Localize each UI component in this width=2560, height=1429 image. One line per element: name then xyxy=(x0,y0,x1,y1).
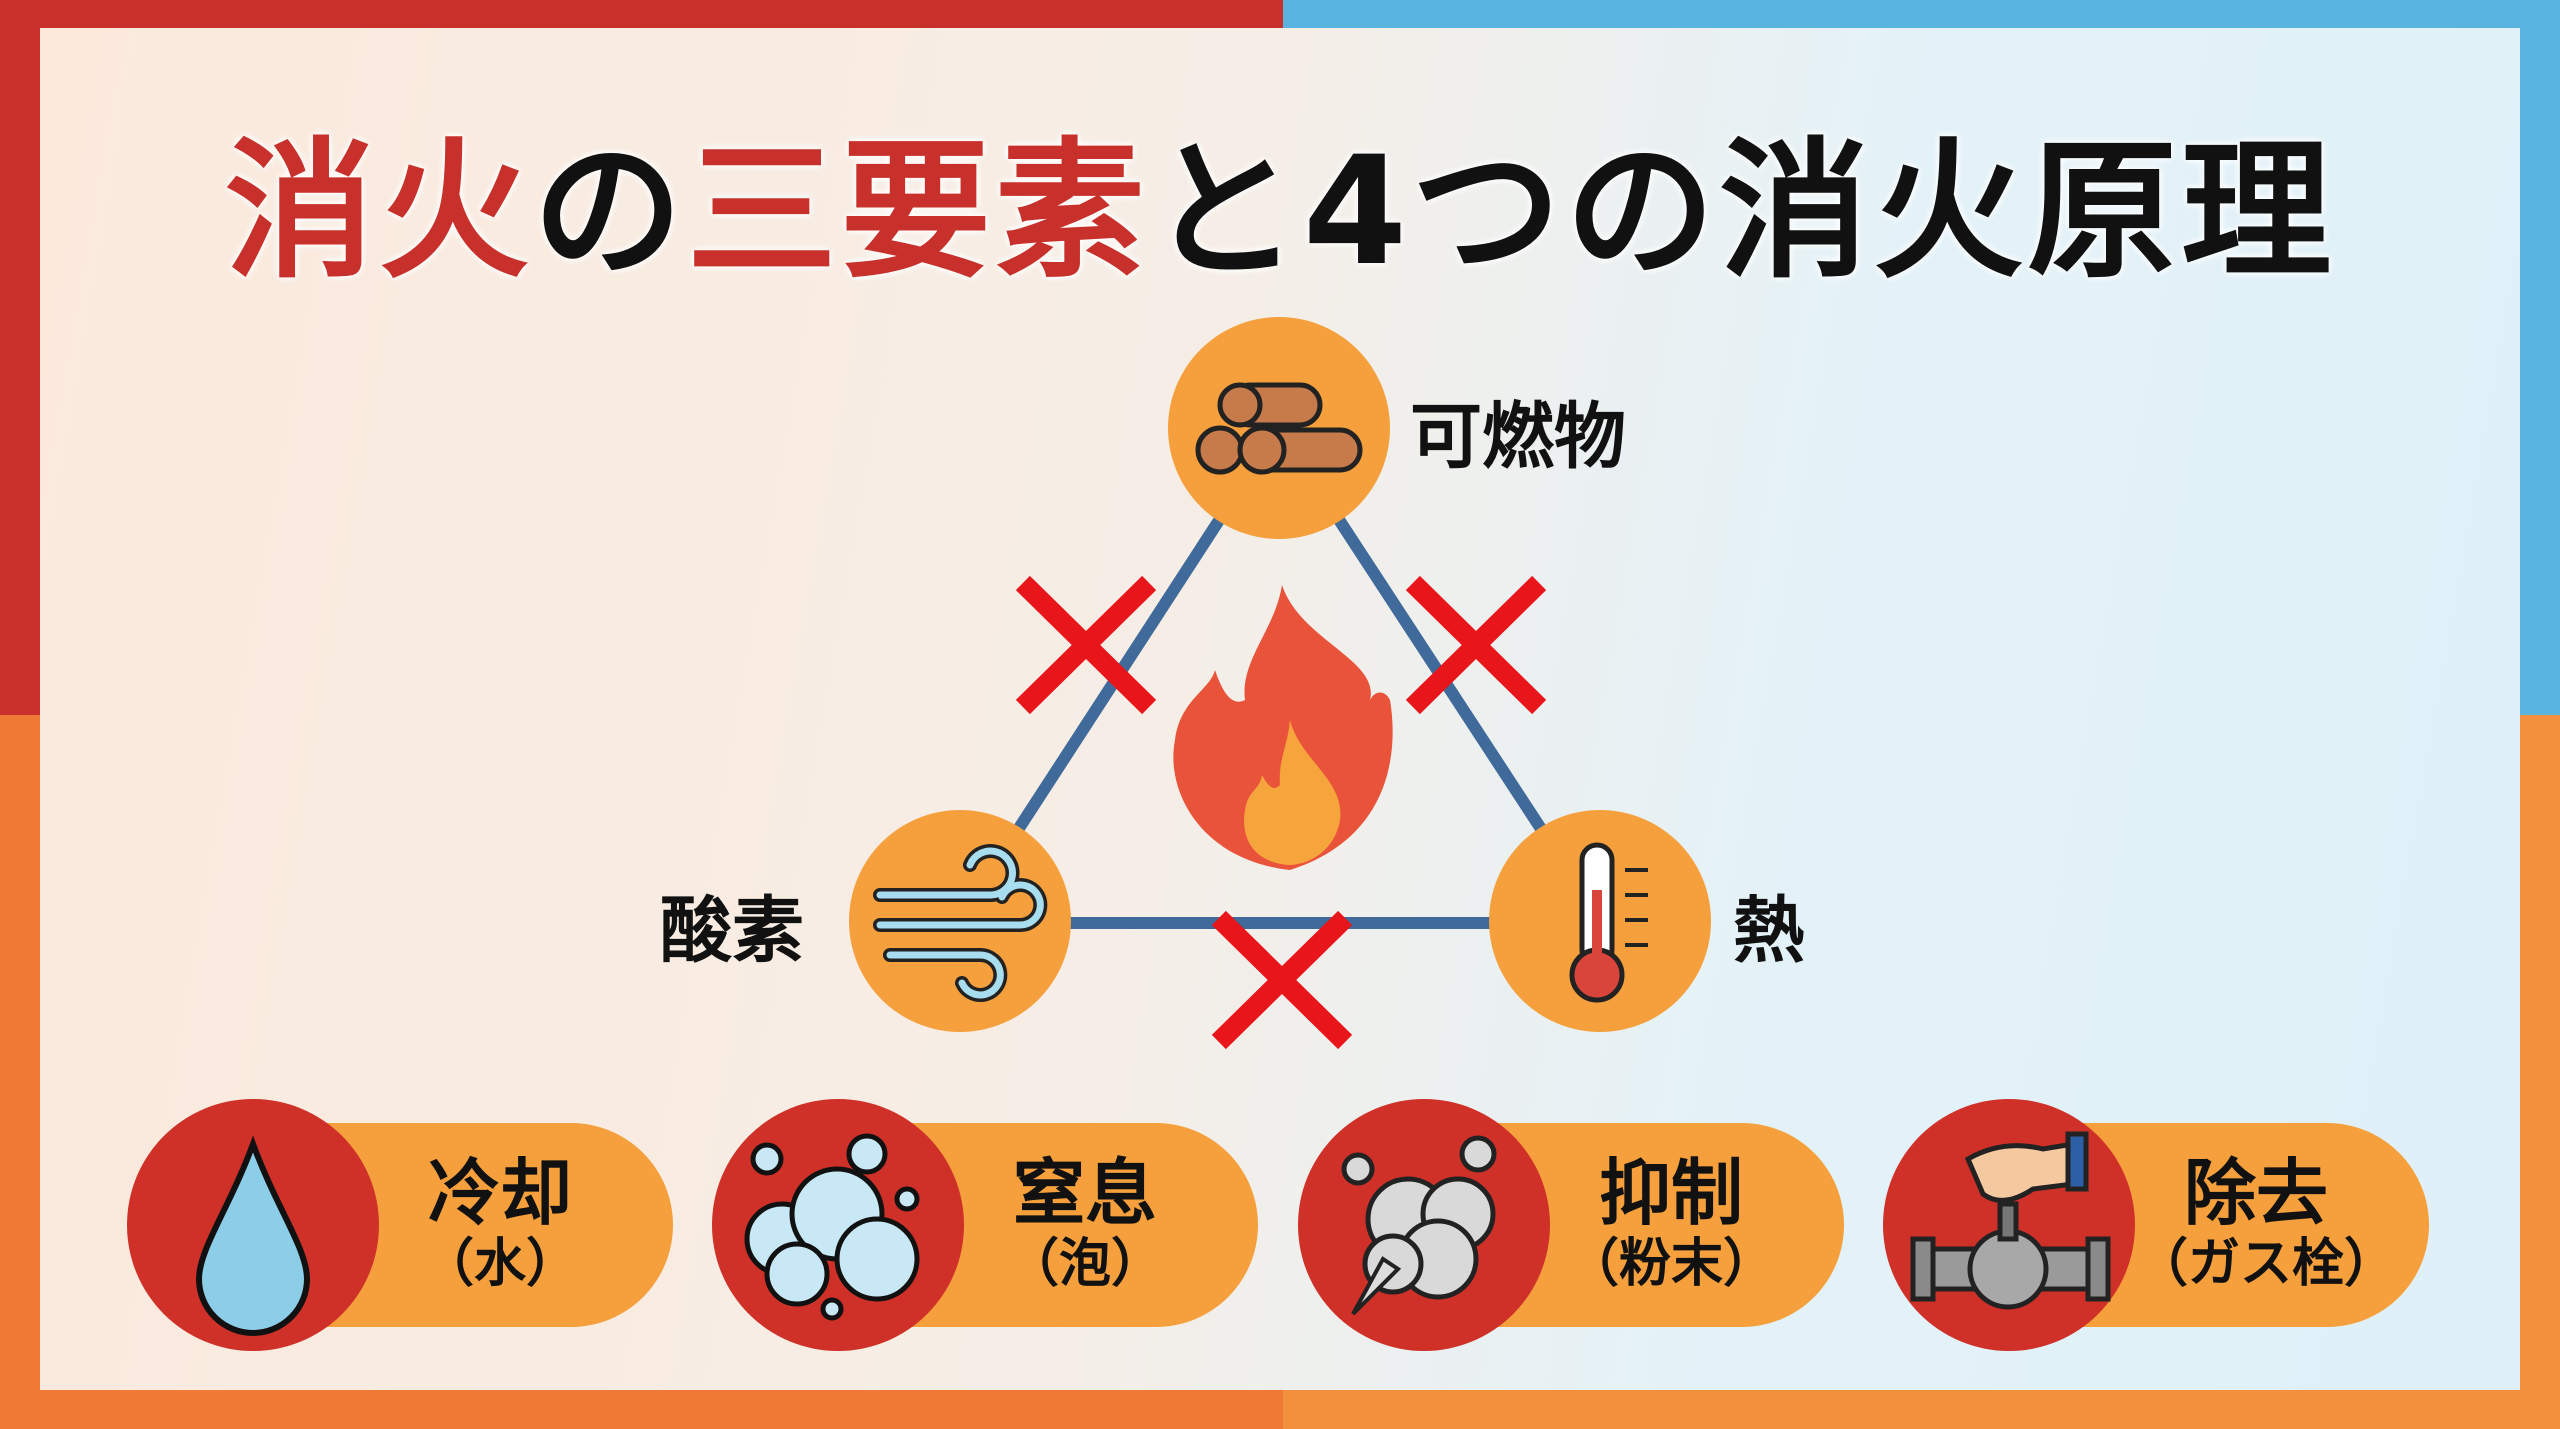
principle-inhibition-text: 抑制（粉末） xyxy=(1551,1123,1791,1327)
title-black-1: の xyxy=(532,125,687,299)
gas-valve-icon xyxy=(1910,1131,2111,1310)
label-fuel: 可燃物 xyxy=(1410,394,1627,479)
principle-sub: （ガス栓） xyxy=(2136,1234,2397,1295)
principle-label: 冷却 xyxy=(427,1151,572,1236)
principle-sub: （泡） xyxy=(1006,1234,1163,1295)
principle-inhibition-circle xyxy=(1298,1099,1550,1351)
label-oxygen: 酸素 xyxy=(660,888,805,973)
principle-cooling-text: 冷却（水） xyxy=(380,1123,620,1327)
title-black-2: と4つの消火原理 xyxy=(1148,125,2336,299)
principle-cooling-circle xyxy=(127,1099,379,1351)
thermometer-icon xyxy=(1569,842,1648,1003)
principle-label: 除去 xyxy=(2183,1151,2328,1236)
label-heat: 熱 xyxy=(1733,888,1806,973)
powder-cloud-icon xyxy=(1341,1135,1497,1316)
principle-sub: （水） xyxy=(421,1234,578,1295)
cross-marks xyxy=(1015,575,1547,1050)
principle-removal-text: 除去（ガス栓） xyxy=(2136,1123,2397,1327)
logs-icon xyxy=(1195,382,1363,475)
principle-smothering-text: 窒息（泡） xyxy=(965,1123,1205,1327)
title-red-2: 三要素 xyxy=(686,125,1149,299)
water-drop-icon xyxy=(195,1135,311,1336)
principle-removal-circle xyxy=(1883,1099,2135,1351)
page-title: 消火の三要素と4つの消火原理 xyxy=(0,90,2560,307)
principle-smothering-circle xyxy=(712,1099,964,1351)
fuel-node xyxy=(1168,317,1390,539)
principle-label: 窒息 xyxy=(1012,1151,1157,1236)
cross-mark-left xyxy=(1015,575,1157,715)
cross-mark-bottom xyxy=(1211,910,1353,1050)
principle-label: 抑制 xyxy=(1598,1151,1743,1236)
cross-mark-right xyxy=(1405,575,1547,715)
title-red-1: 消火 xyxy=(224,125,533,299)
heat-node xyxy=(1489,810,1711,1032)
flame-icon xyxy=(1173,585,1393,870)
principle-sub: （粉末） xyxy=(1566,1234,1775,1295)
bubbles-icon xyxy=(744,1133,920,1321)
oxygen-node xyxy=(849,810,1071,1032)
